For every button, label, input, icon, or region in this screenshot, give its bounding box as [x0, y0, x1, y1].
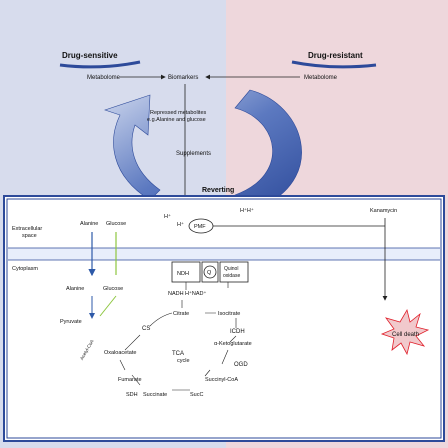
cytoplasm-label: Cytoplasm — [12, 266, 38, 272]
quinol-label-2: oxidase — [223, 273, 240, 279]
citrate-label: Citrate — [173, 311, 189, 317]
alanine-in-label: Alanine — [66, 286, 84, 292]
cell-death-burst — [380, 308, 430, 356]
oxaloacetate-label: Oxaloacetate — [104, 350, 136, 356]
extracellular-label-2: space — [22, 233, 37, 239]
isocitrate-label: Isocitrate — [218, 311, 240, 317]
drug-resistant-label: Drug-resistant — [308, 51, 363, 60]
h-h-label: H⁺H⁺ — [240, 207, 254, 214]
repressed-line1: Repressed metabolites — [150, 110, 207, 116]
tca-label: TCA — [172, 351, 184, 357]
fumarate-label: Fumarate — [118, 377, 142, 383]
icdh-label: ICDH — [230, 329, 245, 335]
drug-sensitive-label: Drug-sensitive — [62, 51, 118, 60]
sensitive-swoosh — [59, 60, 141, 69]
glucose-out-label: Glucose — [106, 221, 126, 227]
tca-arrows — [119, 312, 237, 391]
q-label: Q — [207, 270, 212, 276]
pmf-label: PMF — [194, 224, 206, 230]
h-nad-label: H⁺NAD⁺ — [185, 290, 206, 297]
nadh-label: NADH — [168, 291, 184, 297]
q-circle — [203, 265, 217, 279]
ndh-label: NDH — [177, 271, 189, 277]
kanamycin-label: Kanamycin — [370, 208, 397, 214]
extracellular-label-1: Extracellular — [12, 226, 42, 232]
membrane-band — [8, 248, 440, 260]
resistant-swoosh — [291, 60, 377, 69]
cell-death-label: Cell death — [392, 332, 419, 338]
quinol-box — [219, 261, 249, 283]
biomarkers-label: Biomarkers — [168, 75, 198, 81]
metabolome-left-label: Metabolome — [87, 75, 121, 81]
cell-frame-inner — [6, 198, 442, 439]
cs-label: CS — [142, 326, 150, 332]
reverting-label: Reverting — [202, 187, 234, 194]
sdh-label: SDH — [126, 392, 138, 398]
ogd-label: OGD — [234, 362, 248, 368]
repressed-line2: e.g.Alanine and glucose — [147, 117, 206, 123]
supplements-label: Supplements — [176, 151, 211, 157]
h-plus-label-1: H⁺ — [164, 213, 171, 220]
alanine-out-label: Alanine — [80, 221, 98, 227]
glucose-to-pyruvate — [99, 295, 117, 317]
nadh-flow-arrows — [181, 282, 229, 308]
h-plus-label-2: H⁺ — [177, 221, 184, 228]
quinol-label-1: Quinol — [224, 266, 238, 272]
glucose-in-label: Glucose — [103, 286, 123, 292]
metabolome-right-label: Metabolome — [304, 75, 338, 81]
succinyl-coa-label: Succinyl-CoA — [205, 377, 238, 383]
cell-frame — [3, 195, 445, 442]
succinate-label: Succinate — [143, 392, 167, 398]
cycle-label: cycle — [177, 358, 190, 364]
pyruvate-label: Pyruvate — [60, 319, 82, 325]
a-ketoglutarate-label: α-Ketoglutarate — [214, 341, 252, 347]
sucs-label: SucC — [190, 392, 203, 398]
